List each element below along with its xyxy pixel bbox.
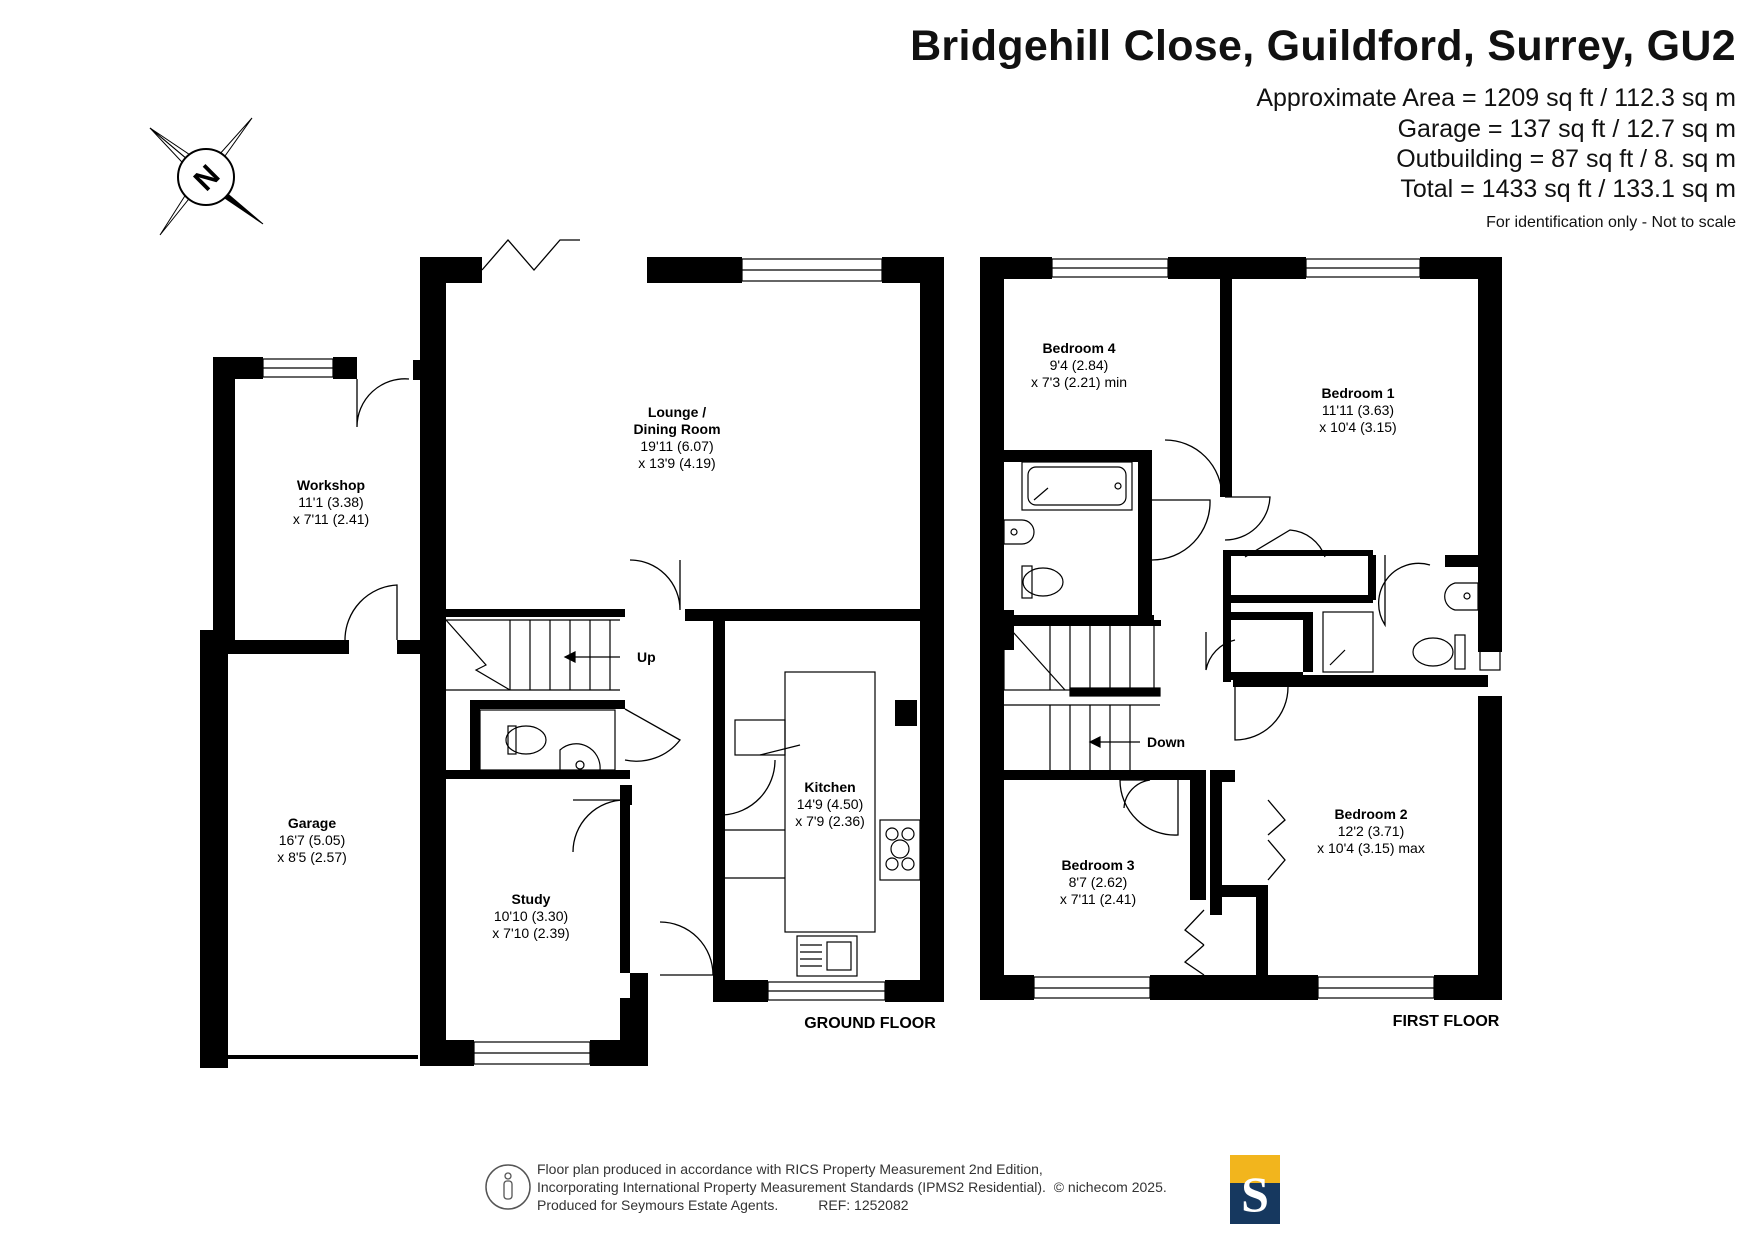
ground-floor-doors (344, 239, 776, 976)
garage-label: Garage (288, 815, 336, 831)
study-dim-2: x 7'10 (2.39) (492, 925, 569, 941)
garage-dim-2: x 8'5 (2.57) (277, 849, 347, 865)
first-floor-doors (1119, 439, 1431, 976)
footer-line-1: Floor plan produced in accordance with R… (537, 1161, 1043, 1177)
lounge-dim-2: x 13'9 (4.19) (638, 455, 715, 471)
study-label: Study (512, 891, 551, 907)
lounge-label-2: Dining Room (633, 421, 720, 437)
study-dim-1: 10'10 (3.30) (494, 908, 568, 924)
workshop-label: Workshop (297, 477, 365, 493)
bedroom-2-label: Bedroom 2 (1334, 806, 1407, 822)
workshop-dim-2: x 7'11 (2.41) (293, 511, 369, 527)
property-address: Bridgehill Close, Guildford, Surrey, GU2 (910, 22, 1736, 70)
copyright: © nichecom 2025. (1053, 1179, 1167, 1195)
kitchen-dim-1: 14'9 (4.50) (797, 796, 864, 812)
room-labels: Workshop 11'1 (3.38) x 7'11 (2.41) Loung… (277, 340, 1500, 1032)
disclaimer-note: For identification only - Not to scale (1486, 214, 1736, 231)
ground-floor-stairs (445, 619, 620, 691)
workshop-dim-1: 11'1 (3.38) (298, 494, 363, 510)
first-floor-label: FIRST FLOOR (1393, 1013, 1500, 1030)
bedroom-2-dim-1: 12'2 (3.71) (1338, 823, 1405, 839)
bedroom-3-label: Bedroom 3 (1061, 857, 1134, 873)
ground-floor-windows (262, 258, 886, 1065)
lounge-dim-1: 19'11 (6.07) (640, 438, 713, 454)
outbuilding-area: Outbuilding = 87 sq ft / 8. sq m (1396, 145, 1736, 173)
bedroom-4-label: Bedroom 4 (1042, 340, 1115, 356)
approximate-area: Approximate Area = 1209 sq ft / 112.3 sq… (1256, 84, 1736, 112)
total-area: Total = 1433 sq ft / 133.1 sq m (1400, 175, 1736, 203)
bedroom-2-dim-2: x 10'4 (3.15) max (1317, 840, 1425, 856)
bedroom-3-dim-2: x 7'11 (2.41) (1060, 891, 1136, 907)
bedroom-1-dim-1: 11'11 (3.63) (1322, 402, 1394, 418)
ground-floor-walls (200, 257, 944, 1068)
first-floor-bathroom-fixtures (1003, 461, 1479, 673)
footer-text: Floor plan produced in accordance with R… (537, 1160, 1167, 1214)
bedroom-1-label: Bedroom 1 (1321, 385, 1394, 401)
bedroom-3-dim-1: 8'7 (2.62) (1069, 874, 1128, 890)
footer-line-3: Produced for Seymours Estate Agents.REF:… (537, 1197, 909, 1213)
bedroom-4-dim-2: x 7'3 (2.21) min (1031, 374, 1127, 390)
seymours-logo: S (1230, 1155, 1280, 1224)
garage-dim-1: 16'7 (5.05) (279, 832, 346, 848)
bedroom-1-dim-2: x 10'4 (3.15) (1319, 419, 1396, 435)
ground-floor-label: GROUND FLOOR (804, 1015, 936, 1032)
first-floor-windows (981, 258, 1501, 999)
garage-area: Garage = 137 sq ft / 12.7 sq m (1397, 115, 1736, 143)
bedroom-4-dim-1: 9'4 (2.84) (1050, 357, 1109, 373)
ground-wc-fixtures (479, 709, 616, 771)
first-floor-stairs (1003, 621, 1161, 776)
footer-line-2: Incorporating International Property Mea… (537, 1179, 1167, 1195)
reference-number: REF: 1252082 (818, 1197, 909, 1213)
kitchen-dim-2: x 7'9 (2.36) (795, 813, 865, 829)
logo-letter: S (1241, 1166, 1269, 1222)
kitchen-fixtures (725, 671, 921, 977)
lounge-label: Lounge / (648, 404, 706, 420)
compass-icon: N (149, 117, 264, 236)
stairs-down-label: Down (1147, 734, 1185, 750)
accessibility-person-icon (485, 1164, 531, 1210)
kitchen-label: Kitchen (804, 779, 855, 795)
stairs-up-label: Up (637, 649, 656, 665)
